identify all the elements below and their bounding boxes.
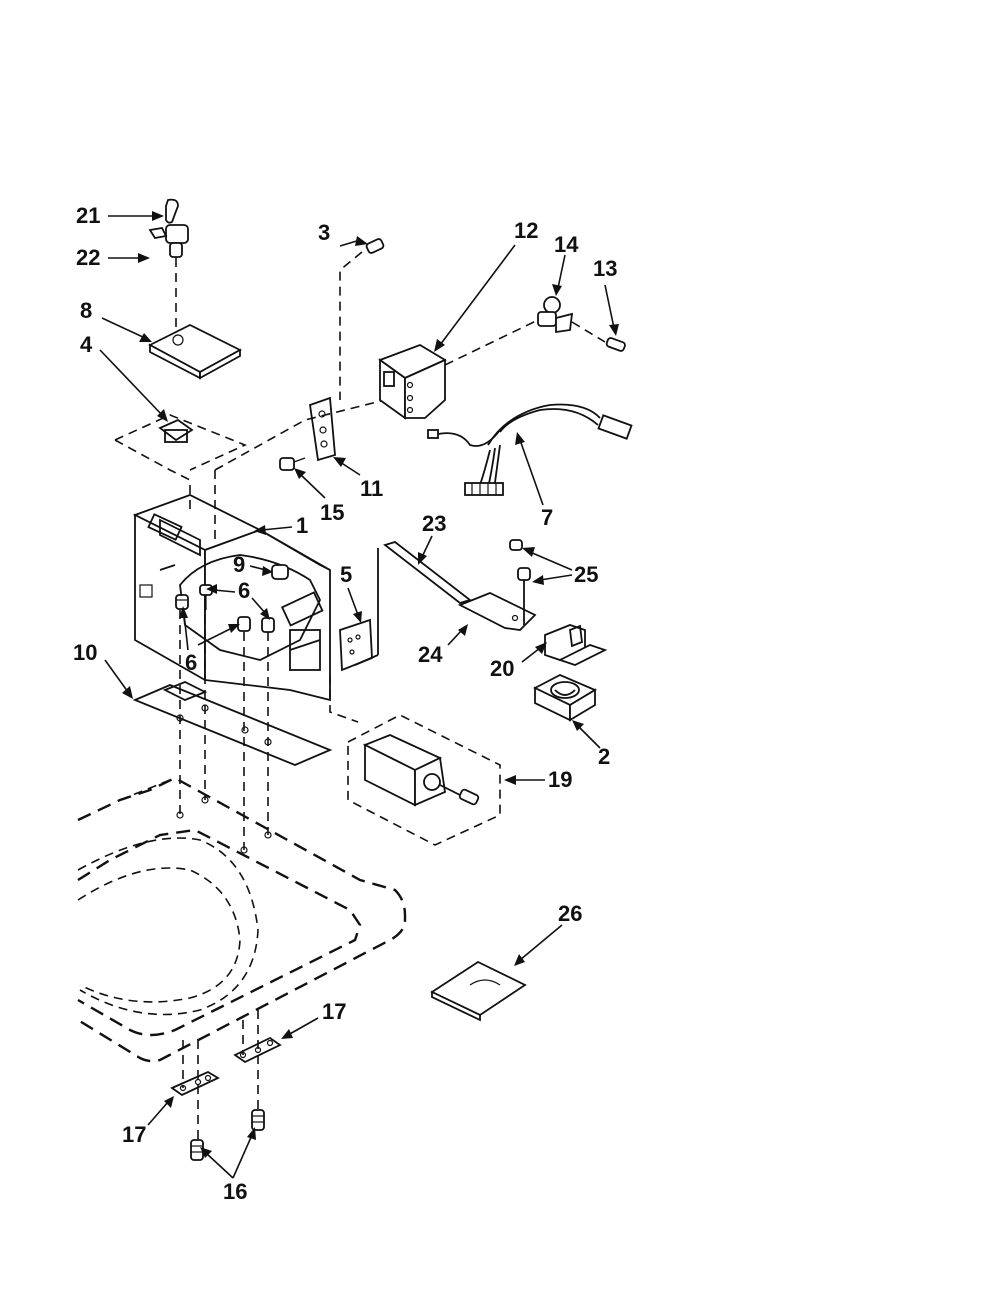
fastener-line-13	[571, 321, 606, 343]
callout-23: 23	[422, 511, 446, 536]
bracket-part-17-left	[170, 1070, 220, 1097]
knob-part-22	[148, 224, 189, 258]
screw-part-6-d	[261, 617, 275, 633]
console-base-outline	[77, 776, 407, 1063]
nut-part-9	[271, 564, 289, 580]
screw-part-13	[605, 337, 626, 352]
switch-part-14	[537, 296, 574, 334]
callout-14: 14	[554, 232, 579, 257]
callout-26: 26	[558, 901, 582, 926]
wire-harness-part-7	[427, 403, 633, 496]
callout-17-right: 17	[322, 999, 346, 1024]
callout-1: 1	[296, 513, 308, 538]
plate-part-5	[339, 618, 373, 672]
cam-part-21	[165, 198, 179, 224]
plate-part-24	[457, 592, 537, 631]
callout-19: 19	[548, 767, 572, 792]
callout-7: 7	[541, 505, 553, 530]
callout-25: 25	[574, 562, 598, 587]
cover-part-8	[148, 323, 242, 380]
callout-22: 22	[76, 245, 100, 270]
screw-part-25-a	[509, 539, 523, 551]
callout-6-top: 6	[238, 578, 250, 603]
latch-part-20	[544, 624, 608, 666]
tray-part-26	[430, 960, 527, 1022]
screw-part-16-a	[251, 1109, 265, 1131]
callout-10: 10	[73, 640, 97, 665]
callout-17-left: 17	[122, 1122, 146, 1147]
nut-part-15	[279, 457, 306, 471]
screw-part-6-b	[199, 584, 213, 610]
callout-24: 24	[418, 642, 443, 667]
callout-8: 8	[80, 298, 92, 323]
leader-lines	[99, 211, 619, 1179]
callout-2: 2	[598, 744, 610, 769]
callout-11: 11	[360, 476, 383, 501]
screw-part-25-b	[517, 567, 531, 625]
screw-part-6-a	[175, 594, 189, 610]
callout-12: 12	[514, 218, 538, 243]
screw-part-3	[339, 238, 385, 400]
mount-line-19	[329, 675, 359, 723]
callout-16: 16	[223, 1179, 247, 1204]
mount-outline-4	[114, 414, 248, 471]
callout-15: 15	[320, 500, 344, 525]
mount-outline-4b	[114, 439, 191, 510]
screw-part-16-b	[190, 1139, 204, 1161]
callout-21: 21	[76, 203, 100, 228]
callout-9: 9	[233, 552, 245, 577]
callout-13: 13	[593, 256, 617, 281]
callout-5: 5	[340, 562, 352, 587]
callout-20: 20	[490, 656, 514, 681]
module-part-12	[378, 344, 447, 420]
bracket-part-11	[309, 396, 336, 462]
mount-line-11	[214, 394, 406, 471]
callout-3: 3	[318, 220, 330, 245]
rod-part-23	[354, 541, 472, 666]
bracket-part-4	[158, 418, 194, 443]
callout-4: 4	[80, 332, 93, 357]
callout-6-bottom: 6	[185, 650, 197, 675]
fastener-lines-bottom	[182, 1010, 259, 1140]
lock-part-2	[532, 674, 597, 722]
plate-part-10	[132, 681, 333, 766]
fastener-lines	[176, 600, 272, 854]
solenoid-part-19	[347, 714, 501, 846]
callout-labels: 21 22 8 4 3 12 14 13 11 15 7 1 9 6 6 5 2…	[73, 203, 617, 1204]
fastener-line-14	[444, 319, 539, 366]
